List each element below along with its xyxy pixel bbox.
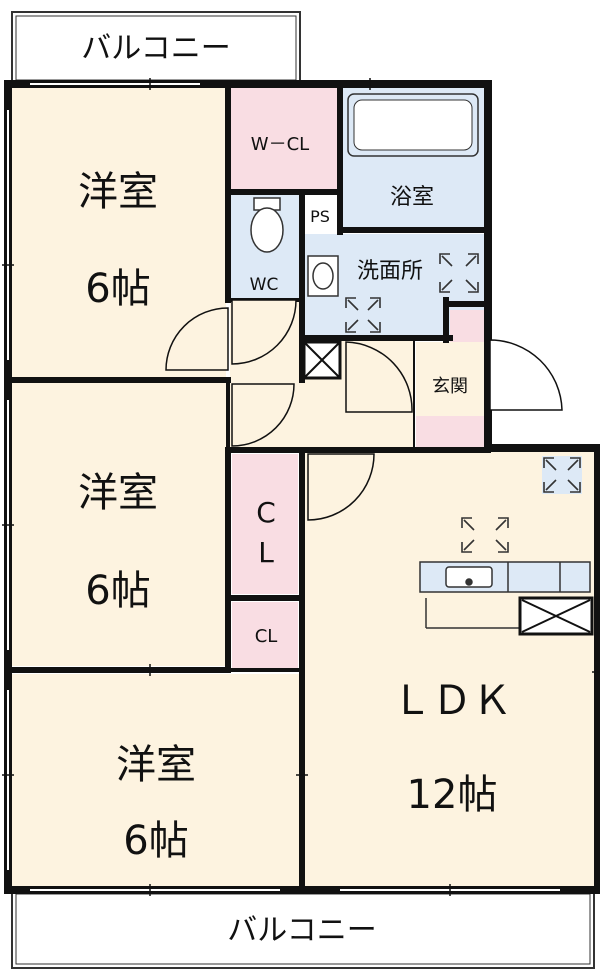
ps-label: PS xyxy=(310,207,330,226)
ldk-floor xyxy=(304,450,594,886)
western-room-1-name: 洋室 xyxy=(78,169,158,215)
door-western-2 xyxy=(231,383,295,447)
fixtures xyxy=(250,93,594,636)
closet-2-floor xyxy=(232,602,298,668)
room-labels: 洋室 6帖 洋室 6帖 洋室 6帖 ＬＤＫ 12帖 W－CL 浴室 PS WC … xyxy=(78,134,512,864)
washbasin xyxy=(307,255,339,297)
western-room-1-size: 6帖 xyxy=(85,266,150,312)
balcony-bottom-label: バルコニー xyxy=(227,913,376,948)
entrance-label: 玄関 xyxy=(432,376,468,397)
door-western-1 xyxy=(165,307,229,371)
vent-icon xyxy=(542,456,582,494)
closet-1-label-bottom: L xyxy=(258,536,274,569)
pipe-shaft-box xyxy=(302,340,342,380)
washroom-label: 洗面所 xyxy=(357,259,423,284)
doors xyxy=(165,299,563,521)
wc-label: WC xyxy=(250,275,279,295)
ldk-size: 12帖 xyxy=(407,772,498,818)
shoe-box xyxy=(450,310,484,342)
closet-1-label-top: C xyxy=(256,496,276,529)
wcl-label: W－CL xyxy=(251,134,309,155)
door-ldk xyxy=(307,453,375,521)
western-room-3-floor xyxy=(12,674,300,886)
vent-icon xyxy=(461,517,509,553)
entrance-step xyxy=(416,416,484,448)
western-room-3-name: 洋室 xyxy=(116,742,196,788)
washroom-floor-lower xyxy=(304,300,444,336)
vent-icon xyxy=(345,297,381,333)
wcl-floor xyxy=(230,88,338,190)
door-entrance xyxy=(489,339,563,411)
ldk-name: ＬＤＫ xyxy=(392,678,512,724)
door-wc xyxy=(231,299,297,365)
window-ticks xyxy=(2,78,600,896)
western-room-3-size: 6帖 xyxy=(123,818,188,864)
balcony-bottom: バルコニー xyxy=(11,889,595,969)
balcony-top: バルコニー xyxy=(11,11,301,85)
fridge-box xyxy=(518,596,594,636)
kitchen-counter xyxy=(419,561,591,629)
western-room-2-name: 洋室 xyxy=(78,470,158,516)
bath-label: 浴室 xyxy=(390,185,434,210)
vent-icon xyxy=(439,253,479,293)
vent-icons xyxy=(345,253,582,553)
ps-floor xyxy=(300,194,340,230)
closet-2-label: CL xyxy=(255,626,278,647)
western-room-2-floor xyxy=(12,382,226,666)
entrance-floor xyxy=(416,342,484,416)
closet-1-floor xyxy=(232,454,298,594)
western-room-2-size: 6帖 xyxy=(85,568,150,614)
balcony-top-label: バルコニー xyxy=(81,31,230,66)
door-washroom xyxy=(345,341,413,413)
walls xyxy=(4,80,600,894)
toilet xyxy=(250,197,284,253)
